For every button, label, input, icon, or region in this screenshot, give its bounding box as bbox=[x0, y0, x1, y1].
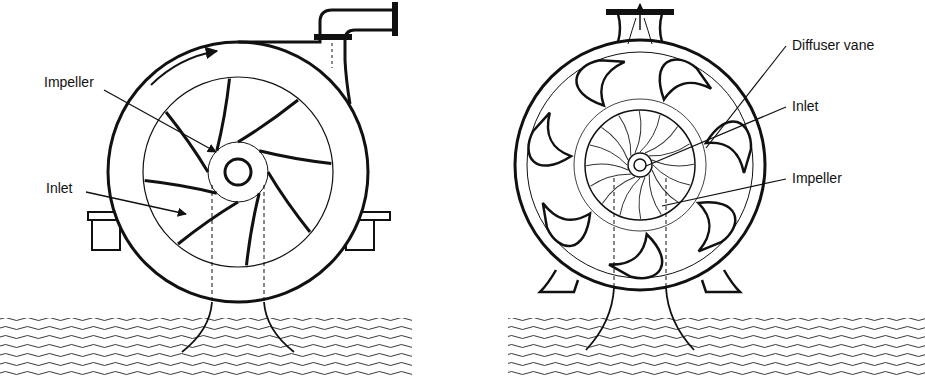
part-label: Inlet bbox=[44, 180, 74, 196]
part-label: Impeller bbox=[42, 74, 96, 90]
part-label: Impeller bbox=[790, 170, 844, 186]
volute-pump bbox=[88, 2, 398, 352]
water-surface bbox=[0, 318, 925, 376]
diffuser-pump bbox=[515, 4, 765, 350]
part-label: Diffuser vane bbox=[790, 37, 876, 53]
part-label: Inlet bbox=[790, 98, 820, 114]
leader-lines bbox=[86, 46, 786, 214]
